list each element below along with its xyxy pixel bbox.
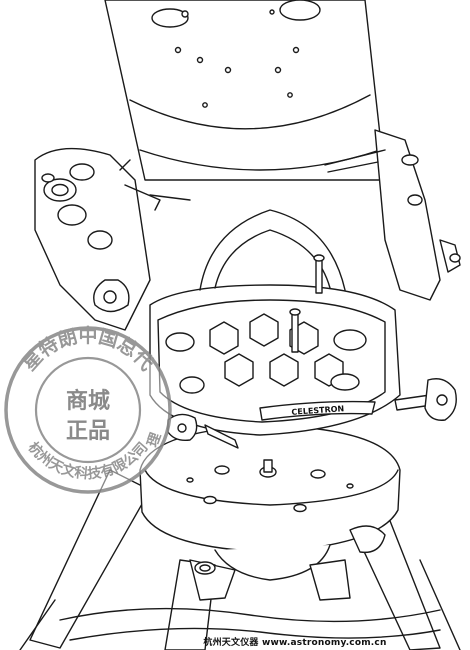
footer-caption: 杭州天文仪器 www.astronomy.com.cn: [0, 635, 470, 648]
seal-center-line1: 商城: [66, 388, 110, 414]
brand-label: CELESTRON: [291, 404, 344, 417]
seal-outer-ring: [4, 326, 172, 494]
right-fork-arm: [324, 129, 461, 301]
left-fork-arm: [34, 147, 191, 331]
watermark-seal: 星特朗中国总代 杭州天文科技有限公司 理 商城 正品: [4, 324, 172, 494]
seal-inner-ring: [34, 356, 142, 464]
seal-center-line2: 正品: [66, 419, 110, 444]
footer-text: 杭州天文仪器 www.astronomy.com.cn: [203, 638, 387, 648]
mount-baseplate: [149, 209, 457, 449]
seal-ring-text-right: 理: [145, 431, 165, 450]
tripod-head: [139, 424, 401, 601]
telescope-tube: [104, 0, 386, 181]
